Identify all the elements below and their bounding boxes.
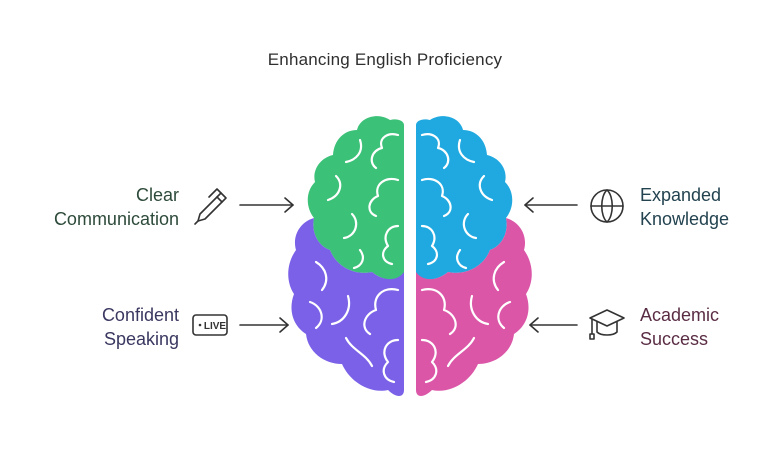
brain-folds [308, 133, 512, 384]
label-line: Speaking [103, 329, 179, 349]
globe-icon [590, 189, 624, 223]
label-line: Success [640, 329, 709, 349]
brain-quadrant-blue [416, 116, 513, 280]
label-line: Confident [101, 305, 179, 325]
label-line: Clear [135, 185, 179, 205]
live-badge-text: LIVE [204, 321, 227, 332]
label-academic-success: Academic Success [640, 303, 719, 351]
graduation-cap-icon [589, 309, 625, 340]
label-line: Expanded [640, 185, 722, 205]
label-line: Communication [53, 209, 179, 229]
arrow-academic-success [529, 317, 578, 333]
label-confident-speaking: Confident Speaking [102, 303, 179, 351]
arrow-expanded-knowledge [524, 197, 578, 213]
label-line: Academic [640, 305, 720, 325]
pen-icon [194, 188, 227, 225]
label-clear-communication: Clear Communication [54, 183, 179, 231]
brain-quadrant-green [307, 116, 404, 280]
arrow-clear-communication [239, 197, 294, 213]
label-line: Knowledge [640, 209, 730, 229]
diagram-title: Enhancing English Proficiency [267, 50, 503, 69]
arrow-confident-speaking [239, 317, 289, 333]
live-icon [192, 314, 228, 336]
brain [288, 116, 532, 396]
label-expanded-knowledge: Expanded Knowledge [640, 183, 729, 231]
